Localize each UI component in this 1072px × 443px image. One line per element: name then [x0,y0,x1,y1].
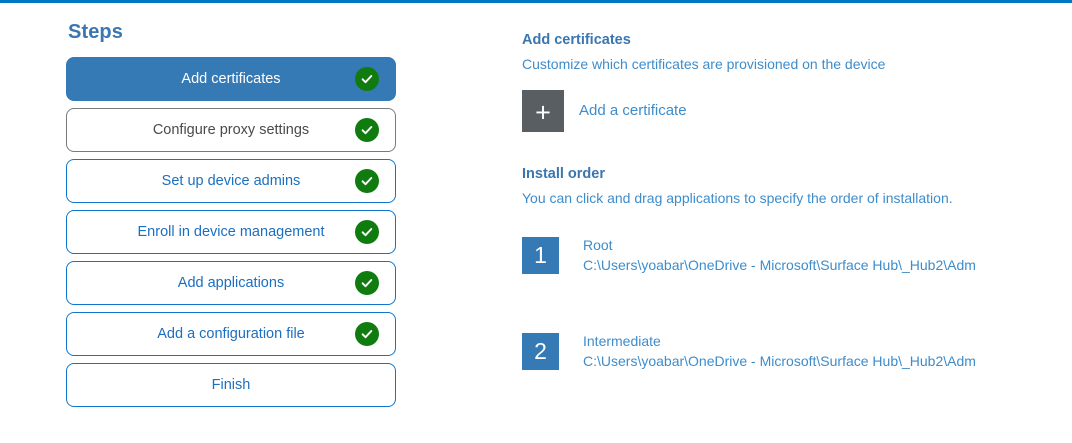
step-label: Add applications [177,275,285,291]
install-order-index-badge: 2 [522,333,559,370]
step-button-add-a-configuration-file[interactable]: Add a configuration file [66,312,396,356]
add-certificate-button[interactable]: + Add a certificate [522,90,792,132]
plus-icon[interactable]: + [522,90,564,132]
step-button-configure-proxy-settings[interactable]: Configure proxy settings [66,108,396,152]
step-button-enroll-in-device-management[interactable]: Enroll in device management [66,210,396,254]
detail-title: Add certificates [522,32,631,48]
step-label: Configure proxy settings [152,122,310,138]
install-order-index-badge: 1 [522,237,559,274]
step-label: Finish [211,377,251,393]
install-order-section: Install order You can click and drag app… [522,165,1042,371]
install-order-item-text: Intermediate C:\Users\yoabar\OneDrive - … [583,331,976,371]
check-circle-icon [355,118,379,142]
detail-panel: Add certificates Customize which certifi… [522,31,1042,371]
install-order-item-text: Root C:\Users\yoabar\OneDrive - Microsof… [583,235,976,275]
check-circle-icon [355,322,379,346]
install-order-item-name: Root [583,237,613,253]
page-root: Steps Add certificates Configure proxy s… [0,3,1072,443]
step-button-set-up-device-admins[interactable]: Set up device admins [66,159,396,203]
check-circle-icon [355,271,379,295]
step-label: Add certificates [181,71,281,87]
step-label: Set up device admins [161,173,301,189]
plus-glyph: + [535,97,551,128]
install-order-subtitle: You can click and drag applications to s… [522,190,953,206]
install-order-list: 1 Root C:\Users\yoabar\OneDrive - Micros… [522,237,1042,371]
check-circle-icon [355,169,379,193]
add-certificate-label: Add a certificate [579,102,687,119]
detail-subtitle: Customize which certificates are provisi… [522,56,886,72]
check-circle-icon [355,220,379,244]
check-circle-icon [355,67,379,91]
steps-panel: Steps Add certificates Configure proxy s… [66,21,406,414]
step-button-add-applications[interactable]: Add applications [66,261,396,305]
top-accent-bar [0,0,1072,3]
step-label: Enroll in device management [137,224,325,240]
install-order-item[interactable]: 2 Intermediate C:\Users\yoabar\OneDrive … [522,333,1042,371]
install-order-item-name: Intermediate [583,333,661,349]
step-label: Add a configuration file [157,326,305,342]
install-order-title: Install order [522,166,605,182]
install-order-item[interactable]: 1 Root C:\Users\yoabar\OneDrive - Micros… [522,237,1042,275]
step-button-finish[interactable]: Finish [66,363,396,407]
step-button-add-certificates[interactable]: Add certificates [66,57,396,101]
install-order-item-path: C:\Users\yoabar\OneDrive - Microsoft\Sur… [583,353,976,369]
install-order-item-path: C:\Users\yoabar\OneDrive - Microsoft\Sur… [583,257,976,273]
steps-heading: Steps [68,21,123,43]
